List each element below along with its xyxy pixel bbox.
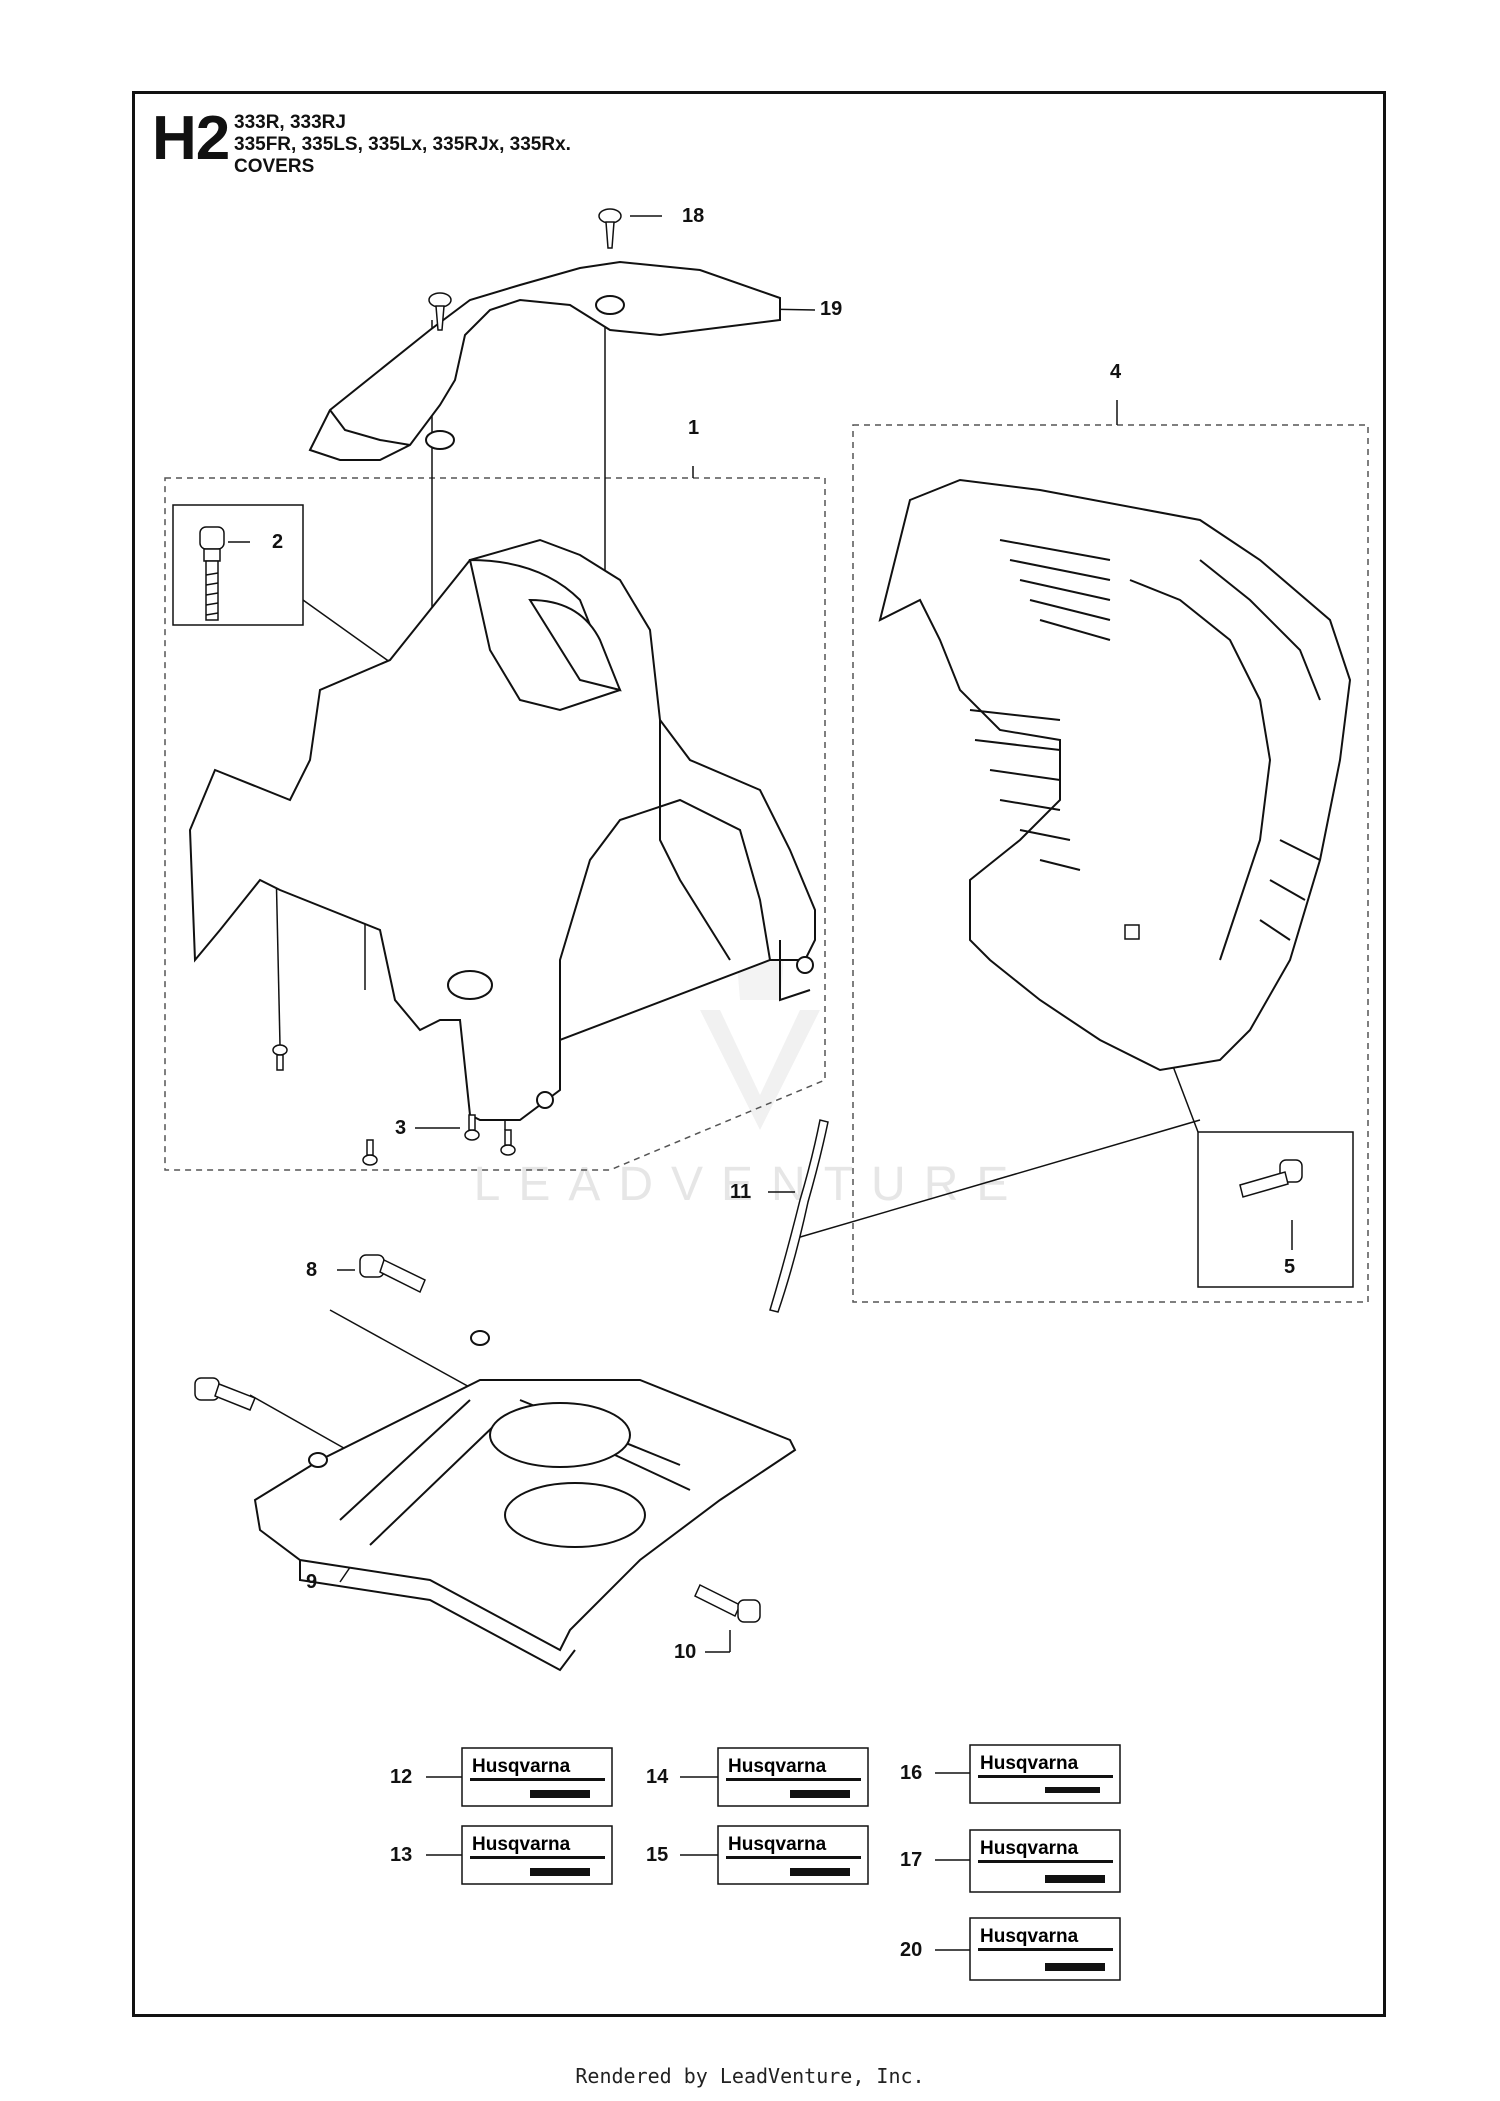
decal-17-brand: Husqvarna xyxy=(980,1838,1079,1859)
group-box-4 xyxy=(852,424,1369,1303)
decal-17: Husqvarna xyxy=(969,1829,1121,1893)
part-1-cylinder-cover xyxy=(188,538,816,1121)
diagram-frame xyxy=(132,91,1386,2017)
callout-19[interactable]: 18 xyxy=(682,205,705,227)
part-8-bolts xyxy=(194,1254,426,1411)
decal-12-brand: Husqvarna xyxy=(472,1756,571,1777)
decal-15-brand: Husqvarna xyxy=(728,1834,827,1855)
part-3-screws xyxy=(272,1044,516,1166)
inset-box-5 xyxy=(1197,1131,1354,1288)
sheet-code: H2 xyxy=(152,104,230,173)
header-block: 333R, 333RJ 335FR, 335LS, 335Lx, 335RJx,… xyxy=(234,112,571,178)
decal-13-brand: Husqvarna xyxy=(472,1834,571,1855)
callout-1[interactable]: 1 xyxy=(688,417,700,439)
callout-12[interactable]: 12 xyxy=(390,1766,413,1788)
decal-15: Husqvarna xyxy=(717,1825,869,1885)
callout-20[interactable]: 19 xyxy=(820,298,843,320)
decal-14-brand: Husqvarna xyxy=(728,1756,827,1777)
footer-credit: Rendered by LeadVenture, Inc. xyxy=(575,2064,925,2088)
callout-10[interactable]: 10 xyxy=(674,1641,697,1663)
callout-17[interactable]: 17 xyxy=(900,1849,923,1871)
group-box-1 xyxy=(164,477,826,1171)
decal-16: Husqvarna xyxy=(969,1744,1121,1804)
decal-16-brand: Husqvarna xyxy=(980,1753,1079,1774)
part-9-skid-plate xyxy=(253,1330,797,1672)
section-title: COVERS xyxy=(234,156,315,177)
decal-13: Husqvarna xyxy=(461,1825,613,1885)
decal-12: Husqvarna xyxy=(461,1747,613,1807)
inset-box-2 xyxy=(172,504,304,626)
callout-18[interactable]: 20 xyxy=(900,1939,923,1961)
callout-8[interactable]: 8 xyxy=(306,1259,318,1281)
models-line-2: 335FR, 335LS, 335Lx, 335RJx, 335Rx. xyxy=(234,134,571,155)
part-2-bolt xyxy=(199,526,225,621)
part-20-top-cover xyxy=(308,260,781,461)
callout-13[interactable]: 13 xyxy=(390,1844,413,1866)
callout-15[interactable]: 15 xyxy=(646,1844,669,1866)
decals: Husqvarna Husqvarna Husqvarna Husqvarna xyxy=(461,1744,1121,1981)
part-4-flywheel-cover xyxy=(878,478,1352,1072)
decal-14: Husqvarna xyxy=(717,1747,869,1807)
callout-2[interactable]: 2 xyxy=(272,531,284,553)
models-line-1: 333R, 333RJ xyxy=(234,112,346,133)
leader-lines xyxy=(228,215,1293,1951)
part-5-bolt xyxy=(1124,924,1303,1198)
part-11-cable xyxy=(769,1119,829,1313)
callout-11[interactable]: 11 xyxy=(730,1181,752,1203)
decal-18-brand: Husqvarna xyxy=(980,1926,1079,1947)
callout-14[interactable]: 14 xyxy=(646,1766,669,1788)
decal-18: Husqvarna xyxy=(969,1917,1121,1981)
part-19-screws xyxy=(428,208,622,331)
part-10-bolt xyxy=(694,1583,761,1623)
callout-5[interactable]: 5 xyxy=(1284,1256,1296,1278)
callout-4[interactable]: 4 xyxy=(1110,361,1122,383)
callout-9[interactable]: 9 xyxy=(306,1571,318,1593)
callout-3[interactable]: 3 xyxy=(395,1117,407,1139)
callout-16[interactable]: 16 xyxy=(900,1762,923,1784)
